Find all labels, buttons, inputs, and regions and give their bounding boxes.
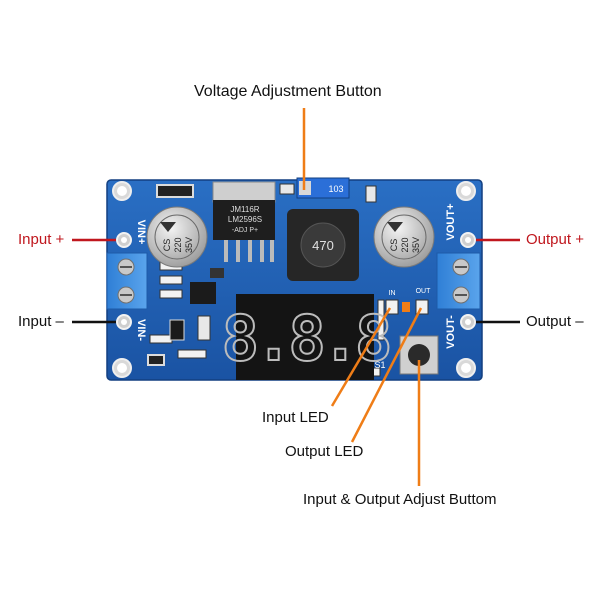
cout-text-1: CS: [389, 239, 399, 252]
led-out-silk: OUT: [416, 288, 432, 295]
switch-silk: S1: [374, 360, 385, 370]
cout-text-2: 220: [400, 237, 410, 252]
seven-segment-display: 8.8.8: [221, 294, 394, 380]
regulator-ic: JM116R LM2596S -ADJ P+: [212, 181, 276, 262]
mounting-holes: [112, 181, 476, 378]
cin-text-1: CS: [162, 239, 172, 252]
vout-plus-silk: VOUT+: [445, 204, 457, 241]
input-plus-callout: Input +: [18, 231, 65, 248]
leader-lines: [72, 108, 520, 486]
cin-text-3: 35V: [184, 237, 194, 253]
led-in-silk: IN: [389, 290, 396, 297]
vin-plus-silk: VIN+: [135, 220, 147, 245]
display-digits: 8.8.8: [222, 302, 389, 375]
output-terminal-block: [436, 252, 481, 310]
input-terminal-block: [106, 252, 148, 310]
output-plus-callout: Output +: [526, 231, 584, 248]
potentiometer: 103: [296, 177, 350, 199]
indicator-leds: IN OUT: [385, 288, 432, 315]
pot-label: 103: [328, 184, 343, 194]
cout-text-3: 35V: [411, 237, 421, 253]
ic-marking-2: LM2596S: [228, 215, 262, 224]
vin-minus-silk: VIN-: [135, 319, 147, 341]
inductor: 470: [287, 209, 359, 281]
vout-minus-silk: VOUT-: [445, 315, 457, 349]
output-capacitor: CS 220 35V: [373, 206, 435, 268]
input-led-callout: Input LED: [262, 409, 329, 426]
inductor-label: 470: [312, 238, 334, 253]
ic-marking-3: -ADJ P+: [232, 227, 258, 234]
voltage-adjust-callout: Voltage Adjustment Button: [194, 83, 382, 100]
ic-marking-1: JM116R: [230, 205, 259, 214]
cin-text-2: 220: [173, 237, 183, 252]
input-minus-callout: Input –: [18, 313, 64, 330]
power-pads: [116, 232, 476, 330]
io-adjust-callout: Input & Output Adjust Buttom: [303, 491, 497, 508]
input-capacitor: CS 220 35V: [146, 206, 208, 268]
output-led-callout: Output LED: [285, 443, 364, 460]
output-minus-callout: Output –: [526, 313, 584, 330]
